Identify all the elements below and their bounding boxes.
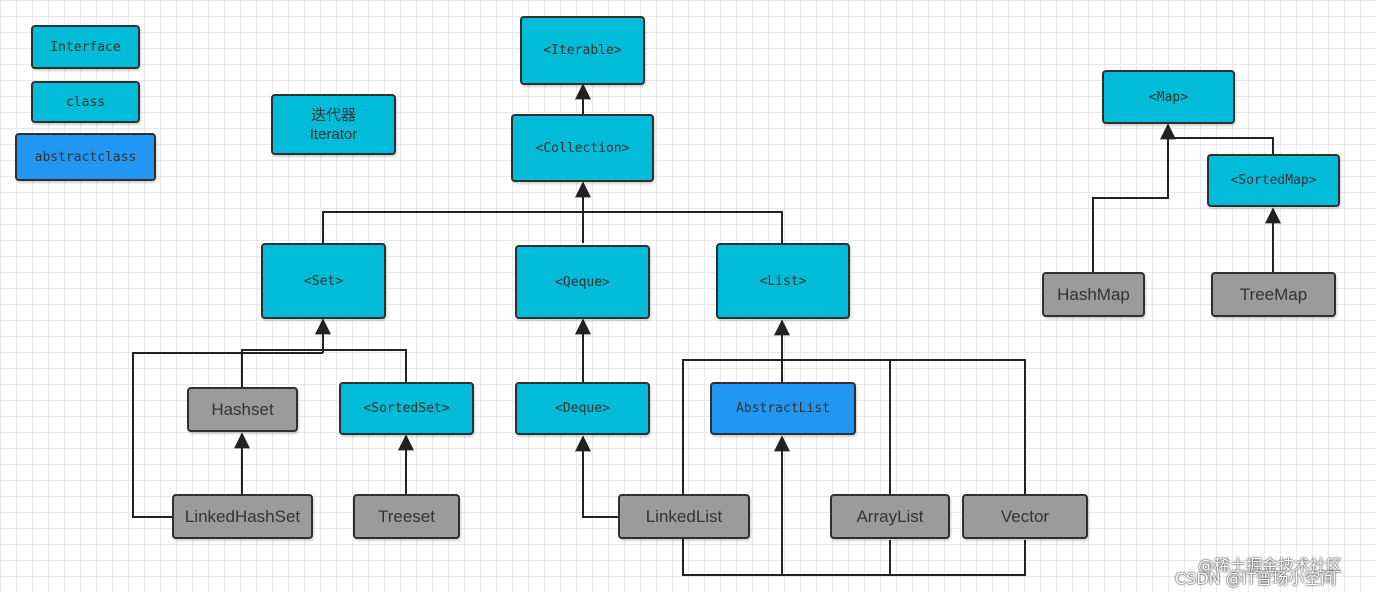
watermark-juejin: @稀土掘金技术社区 [1198,556,1343,575]
edge-list-frame [682,359,1026,538]
linkedhashset-node: LinkedHashSet [172,494,313,539]
edge-sortedmap-map [1168,137,1274,154]
set-node: <Set> [261,243,386,319]
hashset-node: Hashset [187,387,298,432]
legend-interface: Interface [31,25,140,69]
legend-class: class [31,81,140,123]
queue-node: <Qeque> [515,245,650,319]
edge-list-collection [583,211,783,243]
iterable-node: <Iterable> [520,16,645,85]
edge-list-bottom [682,538,1026,576]
edge-set-collection [322,211,583,243]
watermark-csdn: CSDN @IT普场小空间 [1175,569,1337,588]
treeset-node: Treeset [353,494,460,539]
vector-node: Vector [962,494,1088,539]
hashmap-node: HashMap [1042,272,1145,317]
edge-hashmap-map [1092,123,1176,272]
edge-hashset-set [241,349,323,387]
sortedmap-node: <SortedMap> [1207,154,1340,207]
iterator-node: 迭代器 Iterator [271,94,396,155]
edge-linkedhashset-set [132,352,323,518]
sortedset-node: <SortedSet> [339,382,474,435]
edge-linkedlist-deque [575,435,618,518]
abstractlist-node: AbstractList [710,382,856,435]
arraylist-node: ArrayList [830,494,950,539]
treemap-node: TreeMap [1211,272,1336,317]
linkedlist-node: LinkedList [618,494,750,539]
list-node: <List> [716,243,850,319]
edge-sortedset-set [323,349,407,382]
map-node: <Map> [1102,70,1235,124]
deque-node: <Deque> [515,382,650,435]
legend-abstract-class: abstractclass [15,133,156,181]
collection-node: <Collection> [511,114,654,182]
